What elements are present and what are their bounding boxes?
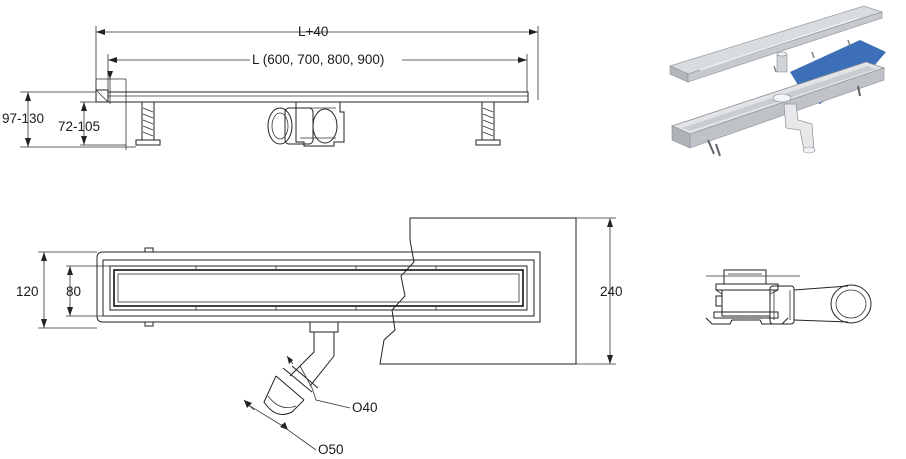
adjustable-foot-right <box>475 101 501 146</box>
product-3d-render <box>668 5 886 157</box>
plan-view: 120 80 240 O40 O50 <box>16 217 623 457</box>
outlet-pipe <box>263 322 339 415</box>
outlet-diameter-small-label: O40 <box>352 400 378 415</box>
total-height-label: 97-130 <box>2 111 44 126</box>
length-options-label: L (600, 700, 800, 900) <box>252 52 384 67</box>
body-width-label: 120 <box>16 284 39 299</box>
outlet-diameter-large-label: O50 <box>318 442 344 457</box>
overall-length-label: L+40 <box>298 24 328 39</box>
side-elevation-view: L+40 L (600, 700, 800, 900) <box>2 24 539 150</box>
floor-width-label: 240 <box>600 284 623 299</box>
siphon-section-view <box>705 269 872 325</box>
grate-cover <box>668 5 884 83</box>
grate-width-label: 80 <box>66 284 81 299</box>
adjustable-foot-left <box>135 101 161 146</box>
adjustable-height-label: 72-105 <box>58 119 100 134</box>
siphon-outlet <box>267 101 345 147</box>
